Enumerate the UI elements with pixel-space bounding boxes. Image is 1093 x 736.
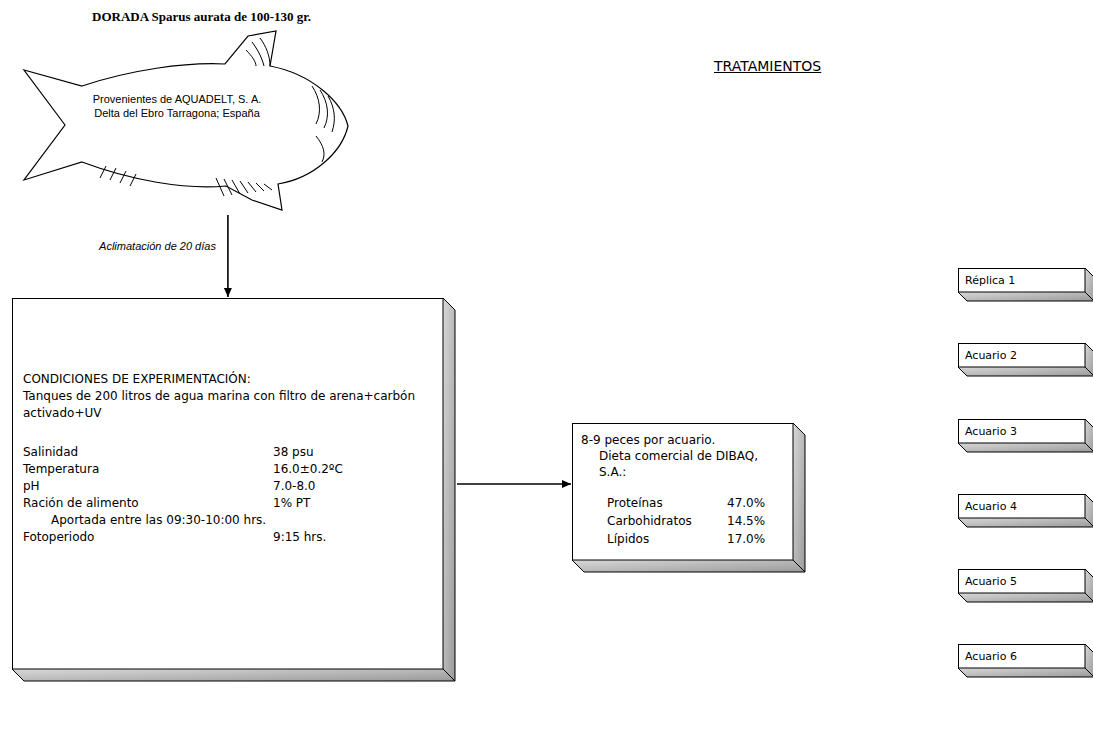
info-box: CONDICIONES DE EXPERIMENTACIÓN:Tanques d… (12, 298, 444, 670)
box-depth-face (958, 668, 1093, 677)
table-row: Ración de alimento1% PT (23, 495, 433, 512)
table-cell: Fotoperiodo (23, 529, 273, 546)
box-depth-face (793, 423, 805, 572)
box-label: Acuario 3 (965, 424, 1079, 439)
fish-fin (100, 166, 136, 186)
table-cell: 1% PT (273, 495, 310, 512)
flow-arrow (457, 483, 571, 485)
box-content: Acuario 6 (959, 645, 1085, 668)
replica-box: Acuario 4 (958, 494, 1086, 519)
replica-box: Acuario 3 (958, 419, 1086, 444)
box-body: Dieta comercial de DIBAQ, S.A.: (581, 448, 785, 480)
box-depth-face (958, 593, 1093, 602)
box-depth-face (958, 443, 1093, 452)
box-label: Réplica 1 (965, 273, 1079, 288)
replica-box: Acuario 6 (958, 644, 1086, 669)
fish-outline-node: Provenientes de AQUADELT, S. A. Delta de… (20, 28, 350, 214)
table-cell: 47.0% (727, 494, 765, 512)
box-content: Acuario 5 (959, 570, 1085, 593)
box-depth-face (958, 518, 1093, 527)
box-depth-face (958, 292, 1093, 301)
table-row: pH7.0-8.0 (23, 478, 433, 495)
table-cell: Proteínas (581, 494, 727, 512)
box-depth-face (443, 298, 455, 681)
flow-arrow (227, 215, 229, 297)
box-heading: 8-9 peces por acuario. (581, 432, 785, 448)
table-cell: 16.0±0.2ºC (273, 461, 343, 478)
table-cell: Temperatura (23, 461, 273, 478)
origin-text: Provenientes de AQUADELT, S. A. Delta de… (82, 92, 272, 120)
fish-gills (312, 86, 334, 162)
table-cell: 17.0% (727, 530, 765, 548)
replica-box: Réplica 1 (958, 268, 1086, 293)
box-label: Acuario 6 (965, 649, 1079, 664)
table-row: Temperatura16.0±0.2ºC (23, 461, 433, 478)
table-cell: 38 psu (273, 444, 314, 461)
fish-fin (246, 38, 270, 66)
replica-box: Acuario 5 (958, 569, 1086, 594)
table-note: Aportada entre las 09:30-10:00 hrs. (23, 512, 266, 529)
box-depth (12, 298, 455, 681)
diagram-title: DORADA Sparus aurata de 100-130 gr. (92, 9, 311, 25)
table-cell: Lípidos (581, 530, 727, 548)
edge-label: Aclimatación de 20 días (97, 240, 218, 252)
replica-box: Acuario 2 (958, 343, 1086, 368)
box-content: Acuario 3 (959, 420, 1085, 443)
table-cell: 7.0-8.0 (273, 478, 316, 495)
table-cell: Ración de alimento (23, 495, 273, 512)
box-depth-face (572, 560, 805, 572)
table-row: Proteínas47.0% (581, 494, 785, 512)
table-cell: Salinidad (23, 444, 273, 461)
fish-illustration (20, 28, 350, 214)
box-heading: CONDICIONES DE EXPERIMENTACIÓN: (23, 371, 433, 388)
box-content: Acuario 2 (959, 344, 1085, 367)
info-box: 8-9 peces por acuario.Dieta comercial de… (572, 423, 794, 561)
table-cell: 14.5% (727, 512, 765, 530)
fish-body (24, 31, 348, 210)
table-row: Lípidos17.0% (581, 530, 785, 548)
box-label: Acuario 5 (965, 574, 1079, 589)
table-cell: pH (23, 478, 273, 495)
box-depth-face (12, 669, 455, 681)
box-content: 8-9 peces por acuario.Dieta comercial de… (573, 424, 793, 560)
table-row: Aportada entre las 09:30-10:00 hrs. (23, 512, 433, 529)
box-depth-face (958, 367, 1093, 376)
table-row: Carbohidratos14.5% (581, 512, 785, 530)
table-cell: Carbohidratos (581, 512, 727, 530)
section-heading: TRATAMIENTOS (714, 58, 821, 74)
fish-fin-hatch (216, 178, 272, 196)
box-content: CONDICIONES DE EXPERIMENTACIÓN:Tanques d… (13, 299, 443, 560)
box-label: Acuario 2 (965, 348, 1079, 363)
box-content: Réplica 1 (959, 269, 1085, 292)
box-content: Acuario 4 (959, 495, 1085, 518)
box-label: Acuario 4 (965, 499, 1079, 514)
table-row: Salinidad38 psu (23, 444, 433, 461)
table-row: Fotoperiodo9:15 hrs. (23, 529, 433, 546)
box-body: Tanques de 200 litros de agua marina con… (23, 388, 433, 422)
table-cell: 9:15 hrs. (273, 529, 326, 546)
